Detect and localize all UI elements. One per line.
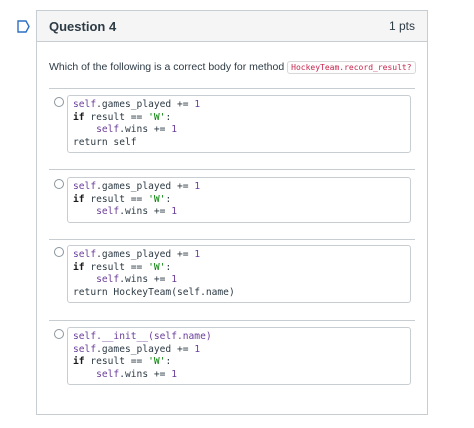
code-token: .wins += xyxy=(119,206,172,217)
code-token: self xyxy=(96,206,120,217)
divider xyxy=(49,169,415,170)
code-line: if result == 'W': xyxy=(73,112,405,125)
code-line: if result == 'W': xyxy=(73,262,405,275)
code-line: self.wins += 1 xyxy=(73,206,405,219)
answer-radio-4[interactable] xyxy=(54,329,64,339)
code-line: self.games_played += 1 xyxy=(73,181,405,194)
code-line: return self xyxy=(73,137,405,150)
code-token: 1 xyxy=(171,368,177,380)
method-code: HockeyTeam.record_result? xyxy=(287,61,416,74)
code-token: .games_played += xyxy=(96,99,195,110)
answer-radio-2[interactable] xyxy=(54,179,64,189)
code-token: .games_played += xyxy=(96,343,195,355)
code-token: if xyxy=(73,261,85,273)
code-line: self.wins += 1 xyxy=(73,369,405,382)
code-token: return HockeyTeam(self.name) xyxy=(73,286,235,298)
question-card: Question 4 1 pts Which of the following … xyxy=(36,10,428,415)
code-token: result == xyxy=(84,111,149,123)
code-token: .wins += xyxy=(119,274,172,285)
code-token xyxy=(73,124,96,135)
code-line: self.games_played += 1 xyxy=(73,99,405,112)
code-token: 'W' xyxy=(148,111,166,123)
answer-option-4-code[interactable]: self.__init__(self.name)self.games_playe… xyxy=(67,327,411,385)
question-prompt-text: Which of the following is a correct body… xyxy=(49,61,285,73)
divider xyxy=(49,239,415,240)
divider xyxy=(49,88,415,89)
code-token: return self xyxy=(73,136,137,148)
answer-radio-1[interactable] xyxy=(54,97,64,107)
code-token: 1 xyxy=(194,343,201,355)
code-token: result == xyxy=(84,261,149,273)
code-token: 1 xyxy=(194,99,201,110)
code-line: self.wins += 1 xyxy=(73,274,405,287)
question-header: Question 4 1 pts xyxy=(37,11,427,42)
code-token: 'W' xyxy=(148,193,166,205)
code-line: self.__init__(self.name) xyxy=(73,331,405,344)
code-token: : xyxy=(165,356,172,367)
code-token: self.__init__(self.name) xyxy=(73,331,212,342)
code-token: self xyxy=(73,99,97,110)
code-token: result == xyxy=(84,356,149,367)
code-token xyxy=(73,274,96,285)
bookmark-flag-icon[interactable] xyxy=(17,20,30,33)
question-prompt: Which of the following is a correct body… xyxy=(49,61,416,74)
code-token: 'W' xyxy=(148,356,166,367)
code-token: if xyxy=(73,356,85,367)
code-line: self.wins += 1 xyxy=(73,124,405,137)
code-token: : xyxy=(165,111,172,123)
divider xyxy=(49,320,415,321)
answer-radio-3[interactable] xyxy=(54,247,64,257)
code-token: self xyxy=(73,249,97,260)
code-token: : xyxy=(165,261,172,273)
code-line: self.games_played += 1 xyxy=(73,344,405,357)
code-token: self xyxy=(96,124,120,135)
code-line: if result == 'W': xyxy=(73,194,405,207)
code-token: if xyxy=(73,111,85,123)
code-token xyxy=(73,369,96,380)
code-token: self xyxy=(73,181,97,192)
code-token: .games_played += xyxy=(96,249,195,260)
code-token: .wins += xyxy=(119,124,172,135)
question-title: Question 4 xyxy=(49,18,117,34)
code-token: result == xyxy=(84,193,149,205)
code-token: .games_played += xyxy=(96,181,195,192)
code-token: 1 xyxy=(194,181,201,192)
code-token: 'W' xyxy=(148,261,166,273)
question-points: 1 pts xyxy=(388,19,415,33)
code-token: 1 xyxy=(171,206,177,217)
code-token: .wins += xyxy=(119,368,172,380)
code-token: self xyxy=(96,368,120,380)
code-token: 1 xyxy=(171,124,177,135)
code-token xyxy=(73,206,96,217)
code-token: if xyxy=(73,193,85,205)
code-line: self.games_played += 1 xyxy=(73,249,405,262)
code-token: self xyxy=(73,343,97,355)
code-line: return HockeyTeam(self.name) xyxy=(73,287,405,300)
code-token: 1 xyxy=(171,274,177,285)
code-line: if result == 'W': xyxy=(73,356,405,369)
code-token: 1 xyxy=(194,249,201,260)
code-token: self xyxy=(96,274,120,285)
code-token: : xyxy=(165,193,172,205)
